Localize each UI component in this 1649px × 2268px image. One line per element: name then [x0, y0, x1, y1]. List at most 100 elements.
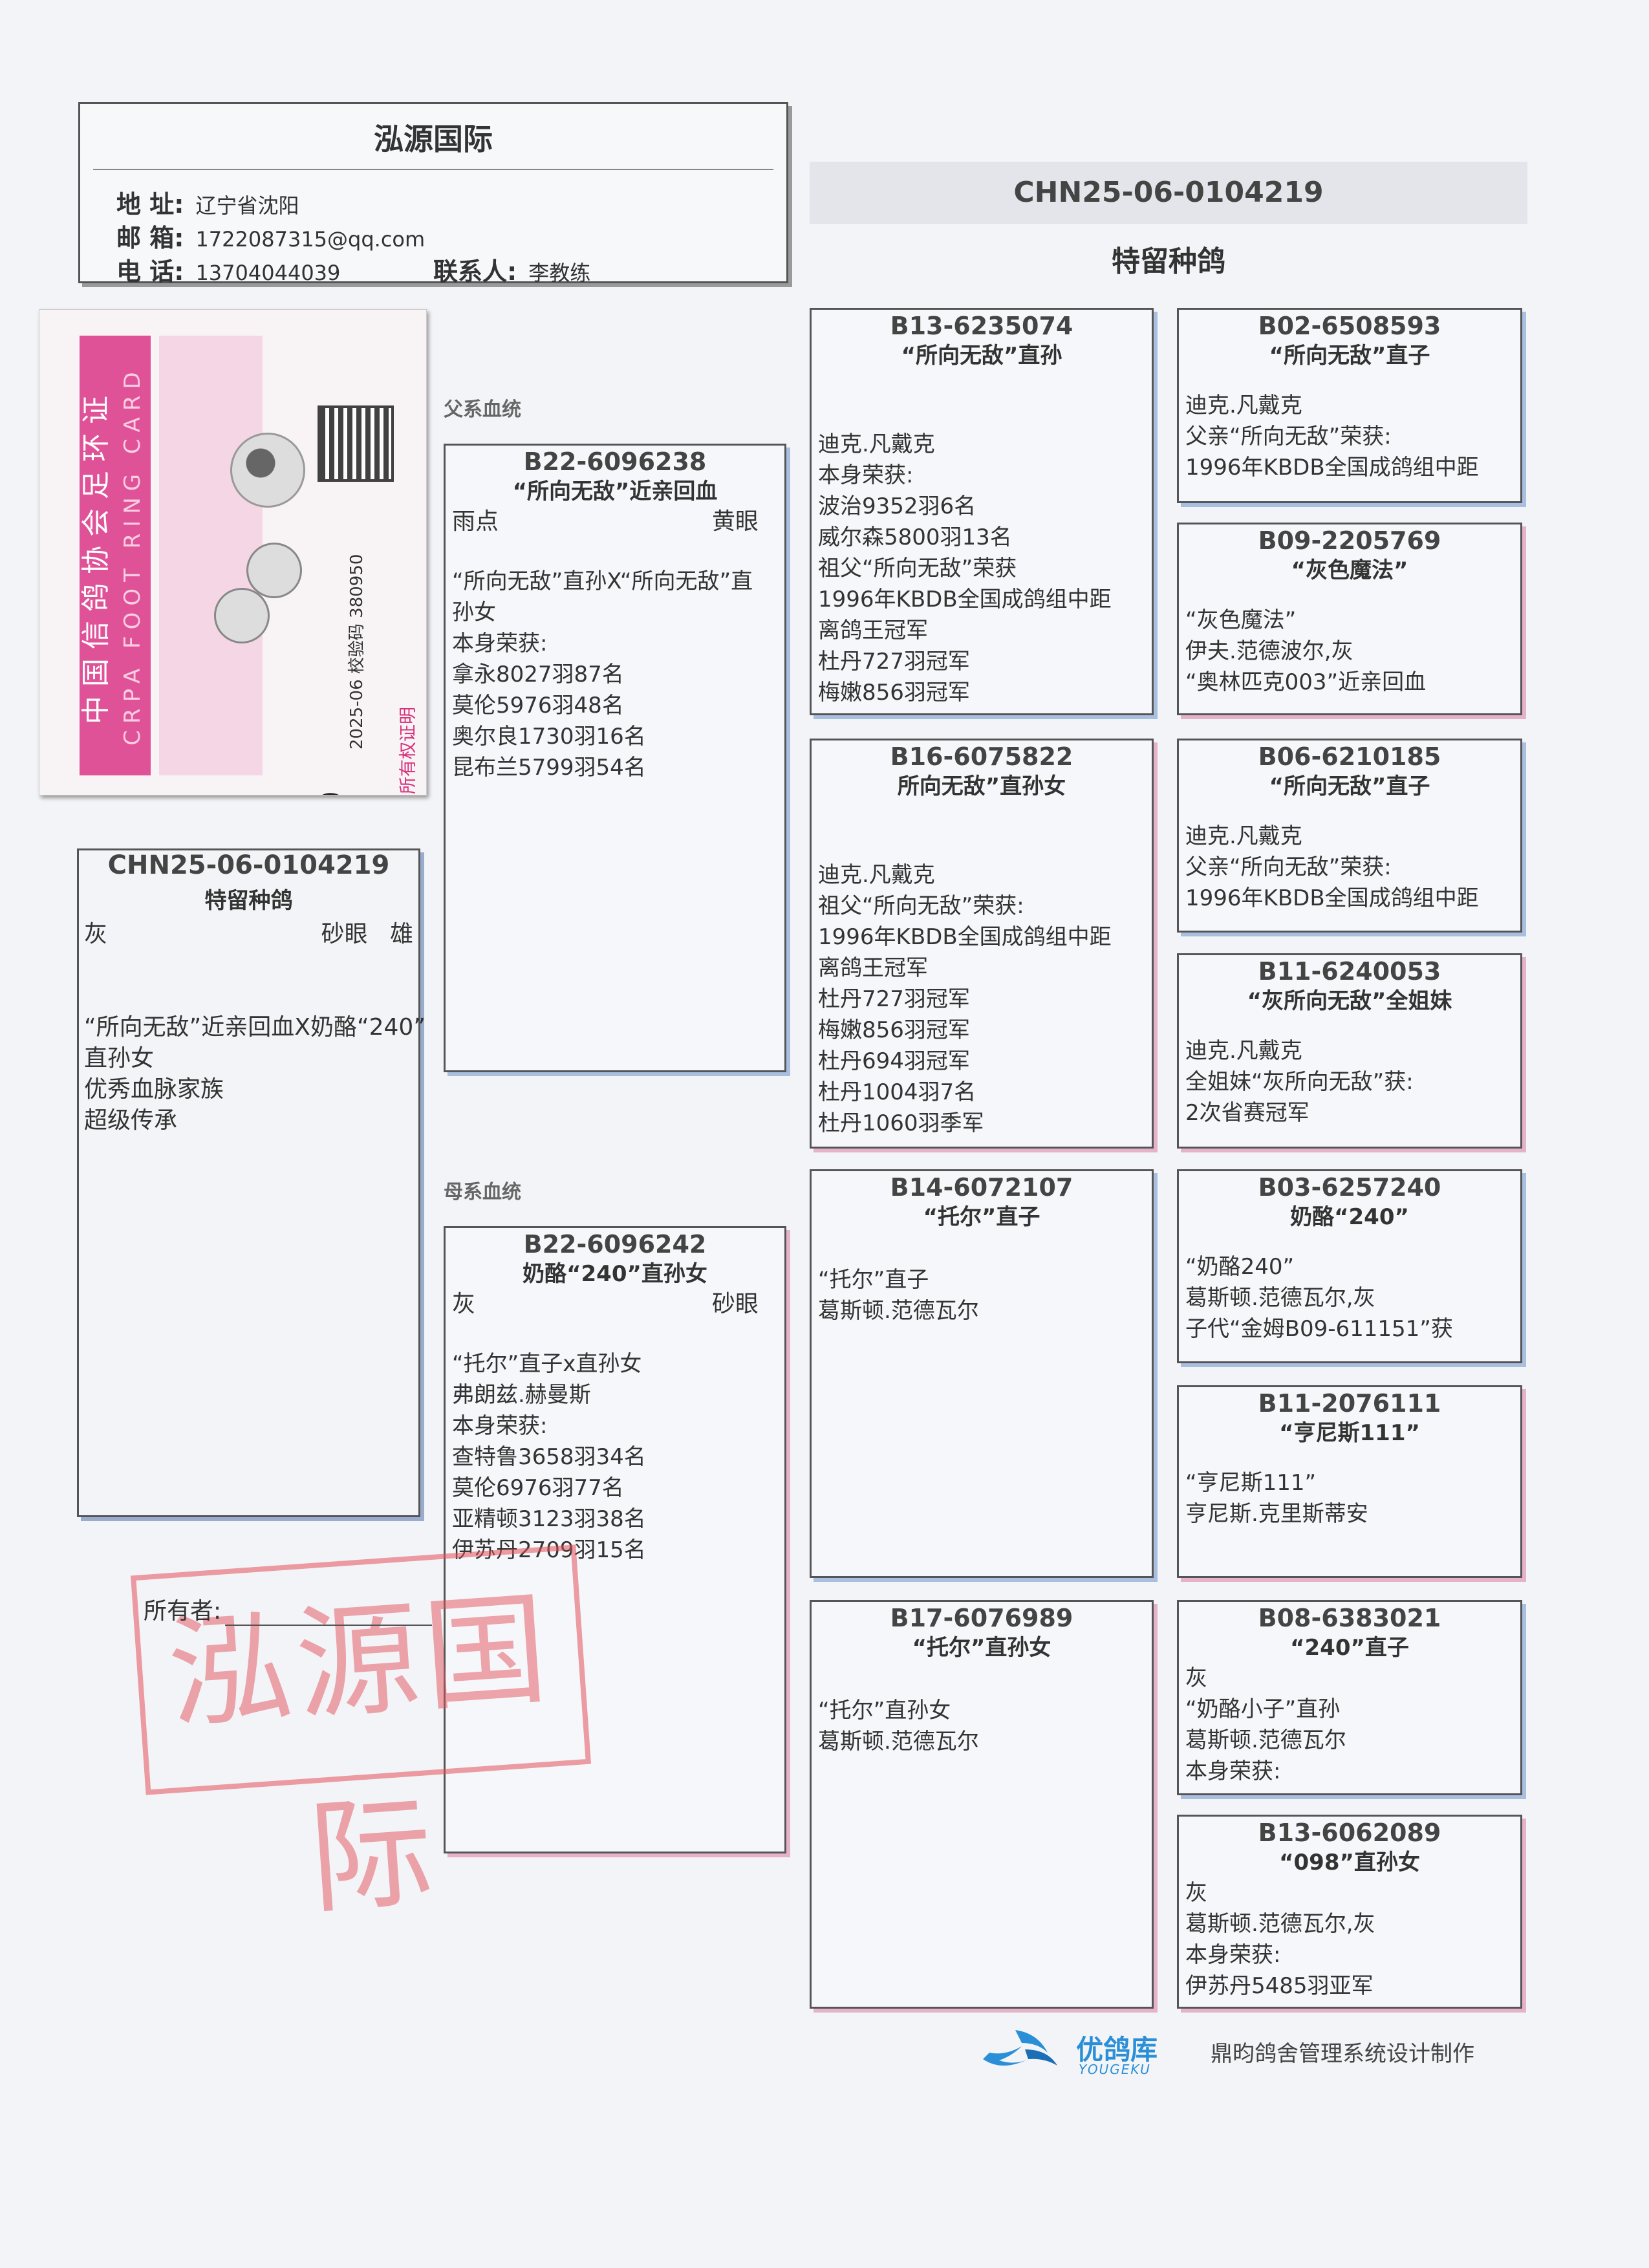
- sire-note-line: 本身荣获:: [452, 631, 548, 656]
- great-grandparent-name: “098”直孙女: [1279, 1850, 1420, 1875]
- grandparent-notes: 迪克.凡戴克 祖父“所向无敌”荣获: 1996年KBDB全国成鸽组中距 离鸽王冠…: [812, 859, 1152, 1139]
- header-divider: [93, 169, 773, 170]
- great-grandparent-note-line: 迪克.凡戴克: [1185, 823, 1302, 849]
- phone-row: 电 话:13704044039 联系人:李教练: [116, 252, 590, 287]
- sire-name: “所向无敌”近亲回血: [512, 479, 718, 504]
- yougeku-logo-icon: [983, 2030, 1057, 2066]
- grandparent-ring: B16-6075822: [890, 742, 1073, 771]
- grandparent-note-line: 杜丹1004羽7名: [818, 1079, 976, 1105]
- great-grandparent-name: “亨尼斯111”: [1279, 1420, 1420, 1446]
- dam-note-line: 亚精顿3123羽38名: [452, 1506, 646, 1532]
- ring-card-en-title: CRPA FOOT RING CARD: [120, 365, 146, 746]
- great-grandparent-notes: 灰 “奶酪小子”直孙 葛斯顿.范德瓦尔 本身荣获:: [1179, 1663, 1520, 1787]
- sire-eye: 黄眼: [711, 508, 759, 535]
- subject-color: 灰: [84, 921, 108, 947]
- dam-color: 灰: [452, 1291, 476, 1317]
- grandparent-notes: 迪克.凡戴克 本身荣获: 波治9352羽6名 威尔森5800羽13名 祖父“所向…: [812, 429, 1152, 708]
- great-grandparent-notes: “亨尼斯111” 亨尼斯.克里斯蒂安: [1179, 1467, 1520, 1529]
- sire-ring: B22-6096238: [523, 448, 707, 476]
- subject-pigeon-card: CHN25-06-0104219 特留种鸽 灰 砂眼 雄 “所向无敌”近亲回血X…: [77, 848, 426, 1517]
- grandparent-card: B17-6076989 “托尔”直孙女 “托尔”直孙女 葛斯顿.范德瓦尔: [810, 1600, 1154, 2009]
- great-grandparent-notes: 迪克.凡戴克 父亲“所向无敌”荣获: 1996年KBDB全国成鸽组中距: [1179, 390, 1520, 483]
- grandparent-notes: “托尔”直子 葛斯顿.范德瓦尔: [812, 1264, 1152, 1326]
- grandparent-note-line: 杜丹694羽冠军: [818, 1048, 970, 1074]
- globe-icon: [214, 588, 270, 643]
- sire-card: B22-6096238 “所向无敌”近亲回血 雨点黄眼 “所向无敌”直孙X“所向…: [444, 444, 786, 1072]
- footer-credit: 鼎昀鸽舍管理系统设计制作: [1211, 2041, 1474, 2067]
- ring-card-title: 中国信鸽协会足环证 CRPA FOOT RING CARD: [78, 336, 149, 775]
- subject-name: 特留种鸽: [204, 888, 293, 914]
- owner-signature-line: [225, 1605, 433, 1626]
- email-value[interactable]: 1722087315@qq.com: [195, 227, 426, 252]
- great-grandparent-note-line: 2次省赛冠军: [1185, 1100, 1310, 1126]
- dam-name: 奶酪“240”直孙女: [523, 1261, 707, 1287]
- great-grandparent-note-line: 父亲“所向无敌”荣获:: [1185, 424, 1392, 449]
- great-grandparent-note-line: 本身荣获:: [1185, 1758, 1281, 1784]
- subject-attributes: 灰 砂眼 雄: [84, 915, 413, 949]
- sire-line-label: 父系血统: [444, 398, 521, 421]
- grandparent-note-line: 葛斯顿.范德瓦尔: [818, 1298, 979, 1324]
- subject-notes: “所向无敌”近亲回血X奶酪“240” 直孙女 优秀血脉家族 超级传承: [84, 1012, 426, 1136]
- email-label: 邮 箱:: [116, 224, 184, 252]
- contact-label: 联系人:: [433, 257, 517, 286]
- ring-number: 0104219: [311, 743, 363, 795]
- great-grandparent-ring: B08-6383021: [1258, 1604, 1441, 1632]
- grandparent-note-line: 祖父“所向无敌”荣获: [818, 556, 1017, 581]
- great-grandparent-note-line: 父亲“所向无敌”荣获:: [1185, 854, 1392, 880]
- great-grandparent-note-line: 亨尼斯.克里斯蒂安: [1185, 1501, 1368, 1527]
- grandparent-note-line: 梅嫩856羽冠军: [818, 680, 970, 706]
- great-grandparent-note-line: 全姐妹“灰所向无敌”获:: [1185, 1069, 1414, 1095]
- subject-note-line: 超级传承: [84, 1107, 178, 1134]
- ring-check-code: 校验码 380950: [347, 554, 367, 675]
- grandparent-note-line: 本身荣获:: [818, 462, 914, 488]
- great-grandparent-note-line: 1996年KBDB全国成鸽组中距: [1185, 885, 1479, 911]
- subject-note-line: 优秀血脉家族: [84, 1076, 224, 1103]
- great-grandparent-card: B03-6257240 奶酪“240” “奶酪240” 葛斯顿.范德瓦尔,灰 子…: [1177, 1169, 1522, 1363]
- great-grandparent-ring: B09-2205769: [1258, 526, 1441, 555]
- great-grandparent-note-line: 伊夫.范德波尔,灰: [1185, 638, 1353, 664]
- great-grandparent-notes: 灰 葛斯顿.范德瓦尔,灰 本身荣获: 伊苏丹5485羽亚军: [1179, 1877, 1520, 2002]
- great-grandparent-ring: B11-2076111: [1258, 1389, 1441, 1418]
- grandparent-name: “托尔”直子: [923, 1204, 1040, 1230]
- contact-value: 李教练: [528, 261, 591, 285]
- great-grandparent-card: B11-2076111 “亨尼斯111” “亨尼斯111” 亨尼斯.克里斯蒂安: [1177, 1385, 1522, 1578]
- great-grandparent-ring: B13-6062089: [1258, 1819, 1441, 1847]
- grandparent-note-line: 威尔森5800羽13名: [818, 524, 1012, 550]
- grandparent-note-line: 波治9352羽6名: [818, 493, 976, 519]
- owner-field: 所有者:: [144, 1592, 433, 1626]
- address-row: 地 址: 辽宁省沈阳: [116, 184, 299, 220]
- great-grandparent-card: B11-6240053 “灰所向无敌”全姐妹 迪克.凡戴克 全姐妹“灰所向无敌”…: [1177, 953, 1522, 1149]
- subject-note-line: 直孙女: [84, 1045, 155, 1072]
- grandparent-note-line: 杜丹727羽冠军: [818, 986, 970, 1012]
- great-grandparent-note-line: 葛斯顿.范德瓦尔: [1185, 1727, 1346, 1753]
- sire-note-line: 莫伦5976羽48名: [452, 693, 624, 718]
- contact-row: 联系人: 李教练: [433, 252, 590, 287]
- great-grandparent-note-line: “奶酪小子”直孙: [1185, 1696, 1341, 1722]
- great-grandparent-notes: “奶酪240” 葛斯顿.范德瓦尔,灰 子代“金姆B09-611151”获: [1179, 1251, 1520, 1345]
- dam-notes: “托尔”直子x直孙女 弗朗兹.赫曼斯 本身荣获: 查特鲁3658羽34名 莫伦6…: [446, 1348, 784, 1566]
- dam-ring: B22-6096242: [523, 1230, 707, 1258]
- grandparent-card: B13-6235074 “所向无敌”直孙 迪克.凡戴克 本身荣获: 波治9352…: [810, 308, 1154, 715]
- great-grandparent-notes: “灰色魔法” 伊夫.范德波尔,灰 “奥林匹克003”近亲回血: [1179, 605, 1520, 698]
- subject-eye: 砂眼: [321, 921, 368, 947]
- foot-ring-card: 中国信鸽协会足环证 CRPA FOOT RING CARD 0104219 20…: [39, 309, 427, 795]
- subject-ring: CHN25-06-0104219: [107, 850, 390, 880]
- great-grandparent-note-line: “灰色魔法”: [1185, 607, 1297, 633]
- ring-card-band: [80, 336, 151, 775]
- address-label: 地 址:: [116, 190, 184, 219]
- dam-note-line: 弗朗兹.赫曼斯: [452, 1382, 591, 1408]
- grandparent-ring: B13-6235074: [890, 312, 1073, 340]
- red-seal-stamp: 泓源国际: [130, 1544, 592, 1931]
- great-grandparent-card: B13-6062089 “098”直孙女 灰 葛斯顿.范德瓦尔,灰 本身荣获: …: [1177, 1815, 1522, 2009]
- grandparent-note-line: 迪克.凡戴克: [818, 862, 935, 888]
- address-value: 辽宁省沈阳: [195, 193, 299, 218]
- great-grandparent-card: B06-6210185 “所向无敌”直子 迪克.凡戴克 父亲“所向无敌”荣获: …: [1177, 739, 1522, 933]
- dam-note-line: “托尔”直子x直孙女: [452, 1351, 642, 1377]
- dam-note-line: 莫伦6976羽77名: [452, 1475, 624, 1501]
- grandparent-notes: “托尔”直孙女 葛斯顿.范德瓦尔: [812, 1695, 1152, 1757]
- grandparent-note-line: 1996年KBDB全国成鸽组中距: [818, 587, 1112, 612]
- great-grandparent-note-line: 1996年KBDB全国成鸽组中距: [1185, 455, 1479, 481]
- great-grandparent-note-line: “奶酪240”: [1185, 1254, 1295, 1280]
- ring-date: 2025-06 校验码 380950: [343, 554, 367, 750]
- grandparent-name: “托尔”直孙女: [912, 1635, 1051, 1661]
